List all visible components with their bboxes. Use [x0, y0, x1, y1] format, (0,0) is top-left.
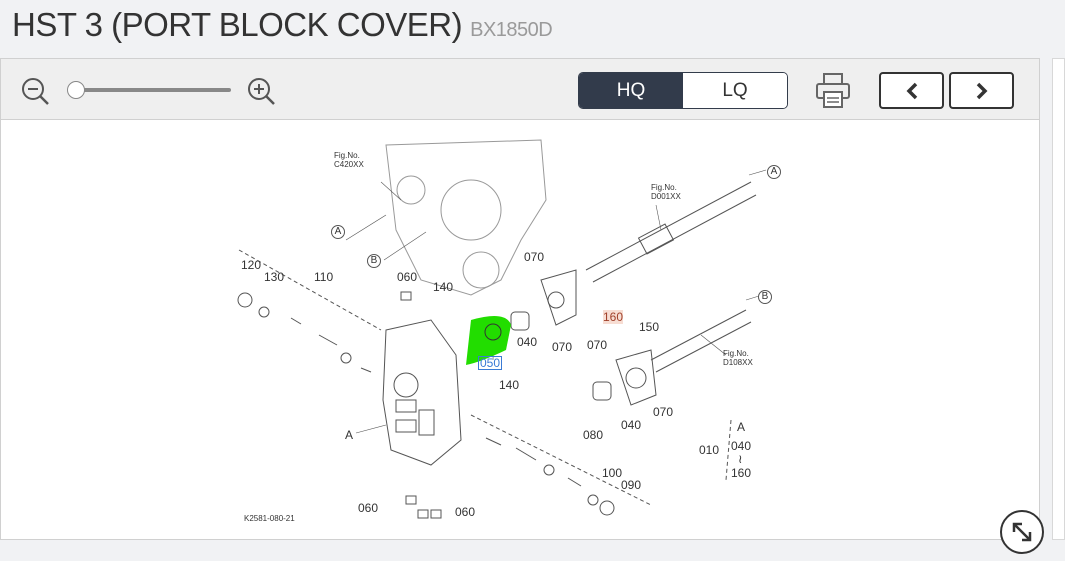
upper-shaft: [585, 181, 757, 283]
title-text: HST 3 (PORT BLOCK COVER): [12, 6, 463, 43]
callout-b-shaft: B: [758, 290, 772, 304]
cover-plates: [540, 269, 657, 406]
right-valve-parts: [485, 437, 615, 516]
zoom-slider[interactable]: [67, 81, 233, 99]
callout-a-shaft: A: [767, 165, 781, 179]
part-120[interactable]: 120: [241, 258, 262, 272]
part-070[interactable]: 070: [524, 250, 545, 264]
part-070[interactable]: 070: [587, 338, 608, 352]
part-040[interactable]: 040: [517, 335, 538, 349]
drawing-id: K2581-080-21: [244, 514, 295, 523]
part-010[interactable]: 010: [699, 443, 720, 457]
diagram-viewer: HQ LQ Fig.No.C420XX Fig.No.D001XX Fig.No…: [0, 58, 1040, 540]
part-100[interactable]: 100: [602, 466, 623, 480]
kit-label-160: 160: [731, 466, 752, 480]
part-110[interactable]: 110: [314, 270, 334, 284]
expand-arrows-icon: [1012, 522, 1032, 542]
kit-label-040: 040: [731, 439, 752, 453]
page-title: HST 3 (PORT BLOCK COVER) BX1850D: [12, 6, 553, 44]
zoom-track[interactable]: [75, 88, 231, 92]
fig-ref-d108[interactable]: Fig.No.D108XX: [723, 349, 753, 367]
part-140[interactable]: 140: [433, 280, 454, 294]
kit-label-a: A: [737, 420, 746, 434]
part-090[interactable]: 090: [621, 478, 642, 492]
diagram-drawing: [237, 139, 767, 519]
hq-button[interactable]: HQ: [579, 73, 683, 108]
chevron-right-icon: [976, 82, 987, 99]
next-button[interactable]: [949, 72, 1014, 109]
zoom-out-icon[interactable]: [19, 75, 51, 107]
viewer-toolbar: HQ LQ: [1, 59, 1039, 120]
part-080[interactable]: 080: [583, 428, 604, 442]
part-060[interactable]: 060: [455, 505, 476, 519]
zoom-in-icon[interactable]: [245, 75, 277, 107]
zoom-slider-thumb[interactable]: [67, 81, 85, 99]
callout-b: B: [367, 254, 381, 268]
part-150[interactable]: 150: [639, 320, 660, 334]
lower-shaft: [650, 309, 752, 373]
part-060[interactable]: 060: [397, 270, 418, 284]
body-label-a: A: [345, 428, 354, 442]
fig-ref-c420[interactable]: Fig.No.C420XX: [334, 151, 364, 169]
print-icon[interactable]: [813, 71, 853, 111]
quality-toggle: HQ LQ: [578, 72, 788, 109]
left-valve-parts: [237, 292, 372, 373]
lq-button[interactable]: LQ: [683, 73, 787, 108]
part-060[interactable]: 060: [358, 501, 379, 515]
model-label: BX1850D: [470, 19, 553, 41]
callout-a: A: [331, 225, 345, 239]
part-070[interactable]: 070: [653, 405, 674, 419]
plugs: [400, 291, 442, 519]
parts-diagram[interactable]: Fig.No.C420XX Fig.No.D001XX Fig.No.D108X…: [1, 120, 1039, 539]
dashed-frames: [238, 249, 732, 506]
leader-lines: [345, 169, 767, 434]
part-160[interactable]: 160: [603, 310, 624, 324]
part-070[interactable]: 070: [552, 340, 573, 354]
part-050-selected[interactable]: 050: [478, 356, 503, 370]
part-140[interactable]: 140: [499, 378, 520, 392]
bearings: [510, 311, 612, 401]
fig-ref-d001[interactable]: Fig.No.D001XX: [651, 183, 681, 201]
expand-button[interactable]: [1000, 510, 1044, 554]
part-130[interactable]: 130: [264, 270, 285, 284]
chevron-left-icon: [906, 82, 917, 99]
previous-button[interactable]: [879, 72, 944, 109]
right-panel: [1052, 58, 1065, 540]
kit-label-tilde: ≀: [738, 452, 743, 466]
port-block-body: [382, 319, 462, 466]
part-040[interactable]: 040: [621, 418, 642, 432]
